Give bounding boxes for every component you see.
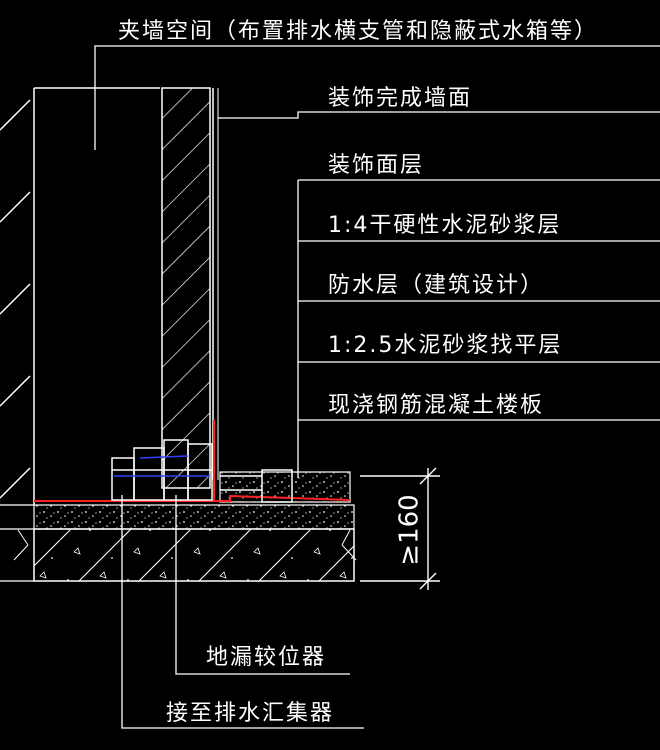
floor-drain-positioner xyxy=(111,439,293,503)
waterproof-membrane xyxy=(34,420,351,502)
structural-wall xyxy=(0,87,160,505)
label-waterproof: 防水层（建筑设计） xyxy=(328,273,544,298)
dimension-text: ≥160 xyxy=(395,494,425,565)
label-slab: 现浇钢筋混凝土楼板 xyxy=(328,393,544,418)
label-finish-layer: 装饰面层 xyxy=(328,153,424,178)
dimension-marker xyxy=(360,467,440,590)
label-floor-drain: 地漏较位器 xyxy=(206,645,326,670)
label-finished-wall: 装饰完成墙面 xyxy=(328,86,472,111)
leader-lines xyxy=(94,45,660,729)
pipe-accent-lines xyxy=(114,455,210,477)
floor-layers xyxy=(0,471,357,582)
label-interlayer-space: 夹墙空间（布置排水横支管和隐蔽式水箱等） xyxy=(118,19,598,44)
hatched-partition-wall xyxy=(161,87,219,489)
label-dry-mortar: 1:4干硬性水泥砂浆层 xyxy=(328,213,561,238)
label-leveling: 1:2.5水泥砂浆找平层 xyxy=(328,333,562,358)
label-collector: 接至排水汇集器 xyxy=(166,701,334,726)
